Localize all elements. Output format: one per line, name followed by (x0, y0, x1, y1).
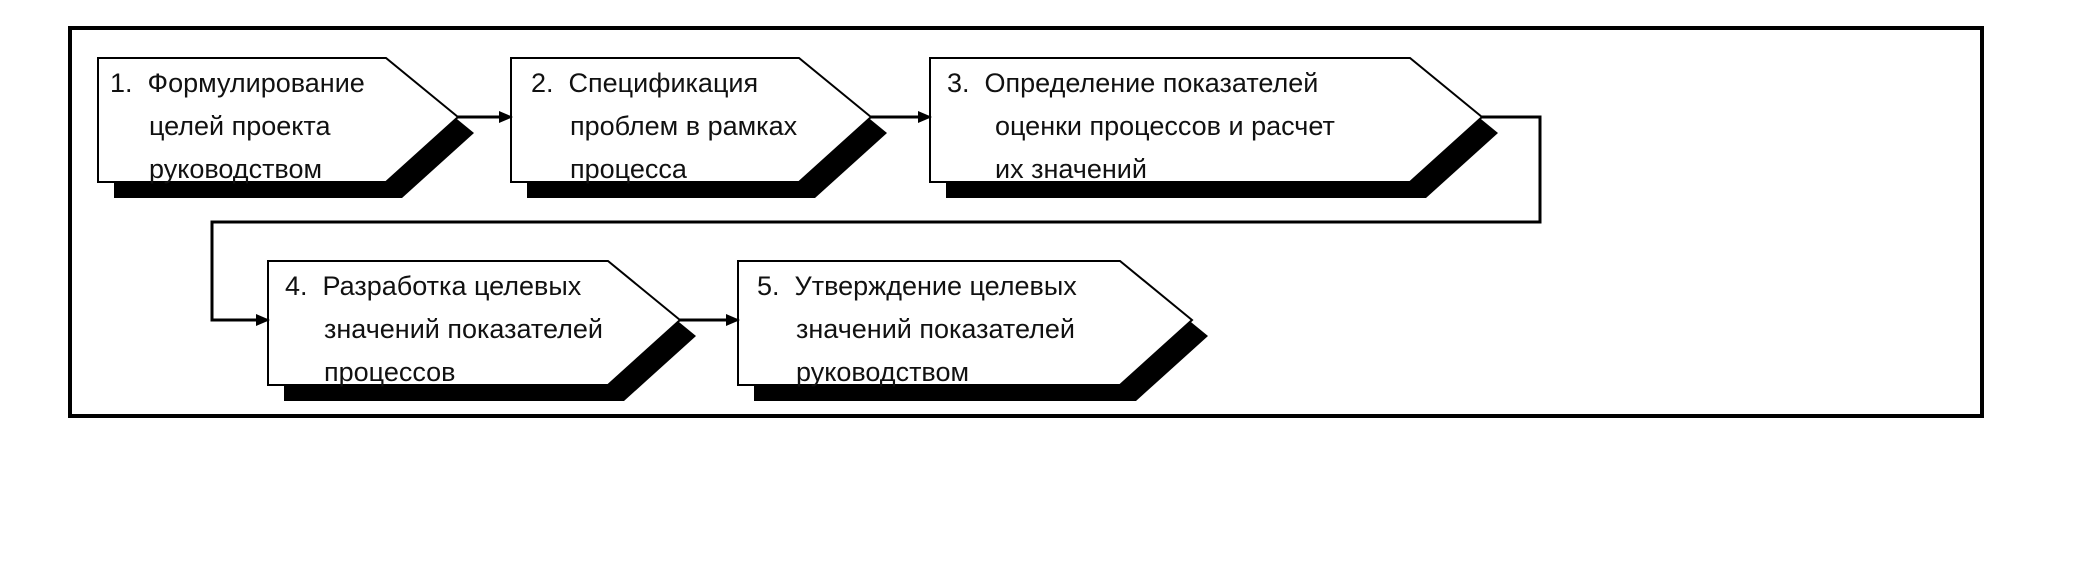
step-1-line-1: Формулирование (147, 68, 365, 98)
step-3-line-3: их значений (995, 154, 1147, 184)
connector-3-4 (210, 115, 1542, 326)
step-1-line-3: руководством (149, 154, 323, 184)
step-3-number: 3. (947, 68, 970, 98)
step-5-line-1: Утверждение целевых (794, 271, 1077, 301)
step-5-line-2: значений показателей (796, 314, 1075, 344)
step-3-line-1: Определение показателей (984, 68, 1319, 98)
step-2-line-3: процесса (570, 154, 687, 184)
diagram-frame (68, 26, 1984, 418)
step-1-label: 1. Формулирование целей проекта руководс… (110, 62, 365, 191)
step-1-shape (97, 57, 474, 198)
step-2-number: 2. (531, 68, 554, 98)
step-4-number: 4. (285, 271, 308, 301)
step-2-shape (510, 57, 887, 198)
step-5-shape (737, 260, 1208, 401)
step-5-line-3: руководством (796, 357, 970, 387)
step-2-line-1: Спецификация (568, 68, 759, 98)
step-5-number: 5. (757, 271, 780, 301)
step-2-label: 2. Спецификация проблем в рамках процесс… (531, 62, 797, 191)
step-2-line-2: проблем в рамках (570, 111, 798, 141)
step-5-label: 5. Утверждение целевых значений показате… (757, 265, 1077, 394)
step-3-line-2: оценки процессов и расчет (995, 111, 1335, 141)
step-3-label: 3. Определение показателей оценки процес… (947, 62, 1335, 191)
step-1-number: 1. (110, 68, 133, 98)
step-4-shape (267, 260, 696, 401)
step-4-line-1: Разработка целевых (322, 271, 582, 301)
step-3-shape (929, 57, 1498, 198)
step-1-line-2: целей проекта (149, 111, 331, 141)
step-4-line-3: процессов (324, 357, 456, 387)
step-4-line-2: значений показателей (324, 314, 603, 344)
step-4-label: 4. Разработка целевых значений показател… (285, 265, 603, 394)
